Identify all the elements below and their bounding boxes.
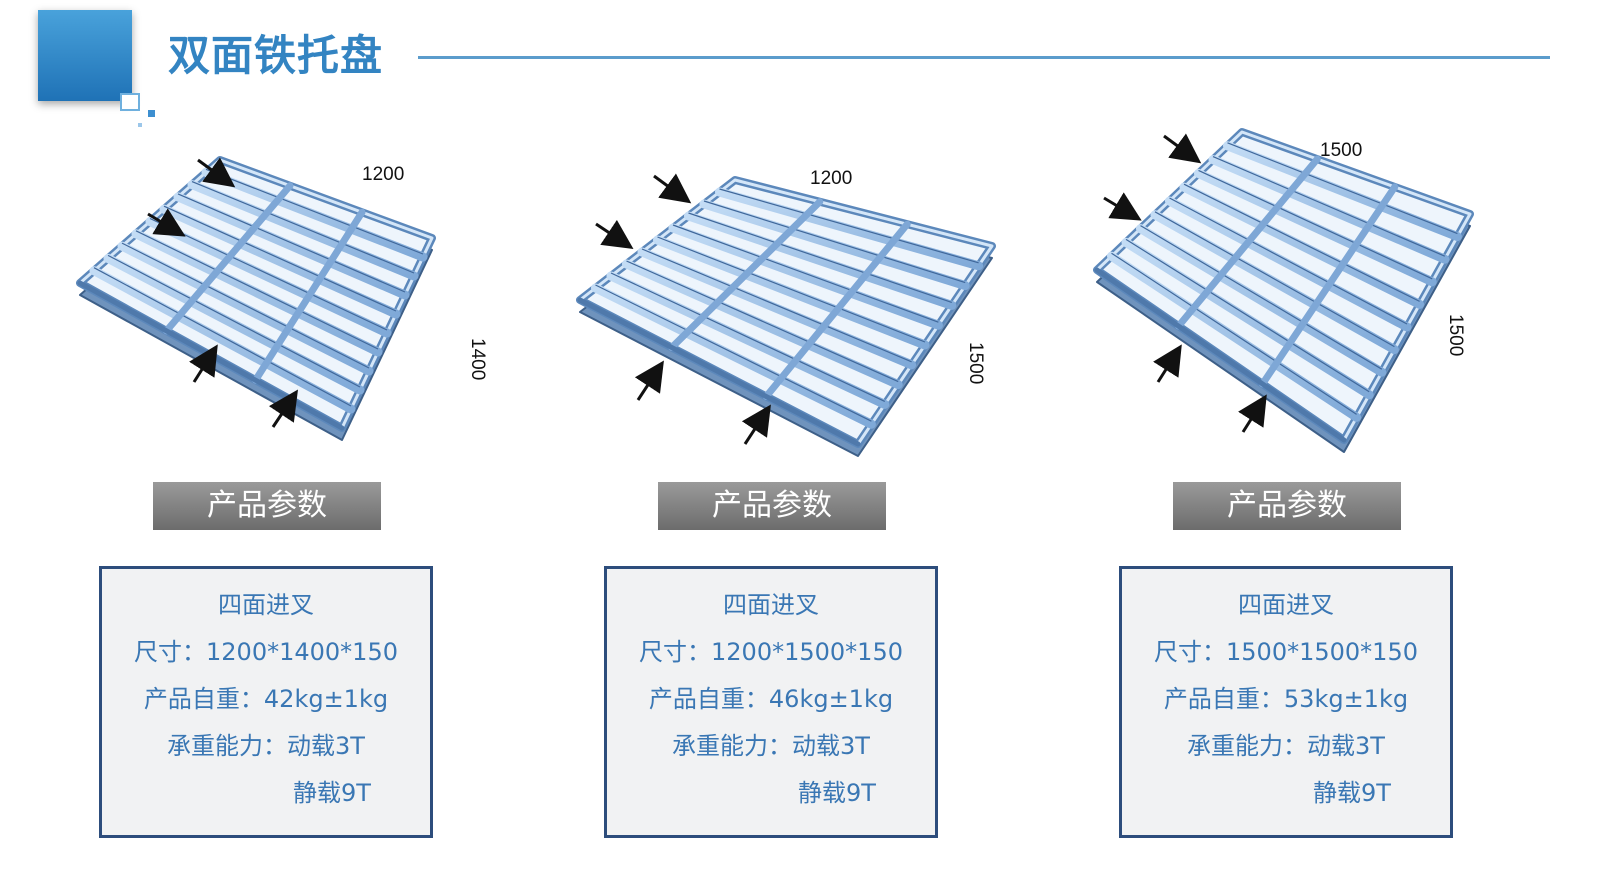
pallet-cross-beam xyxy=(1258,183,1399,388)
pallet-slat xyxy=(117,241,374,376)
pallet-slat xyxy=(1194,168,1437,287)
pallet-drawing: 1200 1500 xyxy=(576,168,996,457)
pallet-slat xyxy=(187,180,419,281)
pallet-cross-beam xyxy=(668,198,824,352)
pallet-cross-beam xyxy=(762,220,911,400)
pallet-slat xyxy=(1136,224,1387,377)
pallet-slat xyxy=(201,167,428,262)
param-header: 产品参数 xyxy=(1173,482,1401,530)
pallet-width-label: 1500 xyxy=(1320,140,1362,161)
fork-entry-arrow-icon xyxy=(595,219,634,249)
pallet-slat xyxy=(1223,141,1462,242)
pallet-image: 1200 1400 xyxy=(60,120,580,460)
spec-box: 四面进叉 尺寸：1200*1500*150 产品自重：46kg±1kg 承重能力… xyxy=(604,566,938,838)
spec-weight: 产品自重：46kg±1kg xyxy=(648,685,894,713)
spec-load-dynamic: 承重能力：动载3T xyxy=(167,732,365,760)
param-header: 产品参数 xyxy=(658,482,886,530)
fork-entry-arrow-icon xyxy=(634,360,664,401)
pallet-slat xyxy=(89,266,356,414)
fork-entry-arrow-icon xyxy=(1153,344,1182,383)
spec-size: 尺寸：1200*1400*150 xyxy=(134,638,398,666)
spec-load-static: 静载9T xyxy=(798,779,876,807)
pallet-slat xyxy=(159,204,401,319)
logo-square xyxy=(38,10,132,101)
title-divider xyxy=(418,56,1550,59)
pallet-slat xyxy=(1208,155,1450,264)
spec-load-dynamic: 承重能力：动载3T xyxy=(672,732,870,760)
pallet-depth-label: 1400 xyxy=(467,338,488,380)
param-header: 产品参数 xyxy=(153,482,381,530)
pallet-slat xyxy=(1107,251,1362,422)
pallet-image: 1200 1500 xyxy=(566,120,1086,460)
spec-box: 四面进叉 尺寸：1200*1400*150 产品自重：42kg±1kg 承重能力… xyxy=(99,566,433,838)
logo-accent-dot xyxy=(148,110,155,117)
fork-entry-arrow-icon xyxy=(1103,192,1142,221)
pallet-slat xyxy=(1150,210,1399,355)
spec-load-static: 静载9T xyxy=(293,779,371,807)
pallet-slat xyxy=(699,199,970,291)
pallet-slat xyxy=(145,217,392,338)
pallet-width-label: 1200 xyxy=(810,168,852,189)
pallet-slat xyxy=(173,192,410,300)
fork-entry-arrow-icon xyxy=(741,404,771,445)
logo-accent-square xyxy=(120,93,140,111)
pallet-cross-beam xyxy=(1175,155,1321,330)
product-card-2: 1200 1500 产品参数 四面进叉 尺寸：1200*1500*150 产品自重… xyxy=(566,120,1086,869)
fork-entry-arrow-icon xyxy=(268,389,298,428)
pallet-image: 1500 1500 xyxy=(1080,120,1600,460)
product-card-1: 1200 1400 产品参数 四面进叉 尺寸：1200*1400*150 产品自重… xyxy=(60,120,580,869)
pallet-width-label: 1200 xyxy=(362,164,404,185)
pallet-slat xyxy=(668,223,943,330)
logo-accent-dot-small xyxy=(138,123,142,127)
pallet-slat xyxy=(684,211,957,310)
fork-entry-arrow-icon xyxy=(197,157,236,188)
pallet-drawing: 1500 1500 xyxy=(1093,128,1474,453)
spec-load-static: 静载9T xyxy=(1313,779,1391,807)
pallet-slat xyxy=(637,247,917,370)
fork-entry-arrow-icon xyxy=(189,344,218,383)
pallet-slat xyxy=(715,187,984,271)
pallet-cross-beam xyxy=(252,208,366,384)
pallet-cross-beam xyxy=(162,182,294,335)
spec-fork-entry: 四面进叉 xyxy=(723,591,819,619)
fork-entry-arrow-icon xyxy=(1163,133,1202,164)
pallet-slat xyxy=(606,271,890,409)
spec-size: 尺寸：1200*1500*150 xyxy=(639,638,903,666)
spec-size: 尺寸：1500*1500*150 xyxy=(1154,638,1418,666)
pallet-slat xyxy=(1179,182,1425,309)
spec-load-dynamic: 承重能力：动载3T xyxy=(1187,732,1385,760)
spec-fork-entry: 四面进叉 xyxy=(1238,591,1334,619)
fork-entry-arrow-icon xyxy=(653,173,692,204)
spec-box: 四面进叉 尺寸：1500*1500*150 产品自重：53kg±1kg 承重能力… xyxy=(1119,566,1453,838)
pallet-slat xyxy=(591,283,876,429)
pallet-slat xyxy=(1121,237,1374,400)
pallet-drawing: 1200 1400 xyxy=(76,156,488,441)
spec-weight: 产品自重：53kg±1kg xyxy=(1163,685,1409,713)
product-card-3: 1500 1500 产品参数 四面进叉 尺寸：1500*1500*150 产品自重… xyxy=(1080,120,1600,869)
pallet-slat xyxy=(622,259,903,390)
fork-entry-arrow-icon xyxy=(147,208,186,237)
pallet-slat xyxy=(653,235,930,350)
pallet-slat xyxy=(103,253,365,395)
fork-entry-arrow-icon xyxy=(1238,394,1267,433)
spec-weight: 产品自重：42kg±1kg xyxy=(143,685,389,713)
page-title: 双面铁托盘 xyxy=(168,31,384,80)
pallet-slat xyxy=(1165,196,1412,332)
spec-fork-entry: 四面进叉 xyxy=(218,591,314,619)
pallet-depth-label: 1500 xyxy=(1445,314,1466,356)
pallet-depth-label: 1500 xyxy=(965,342,986,384)
pallet-slat xyxy=(131,229,383,357)
